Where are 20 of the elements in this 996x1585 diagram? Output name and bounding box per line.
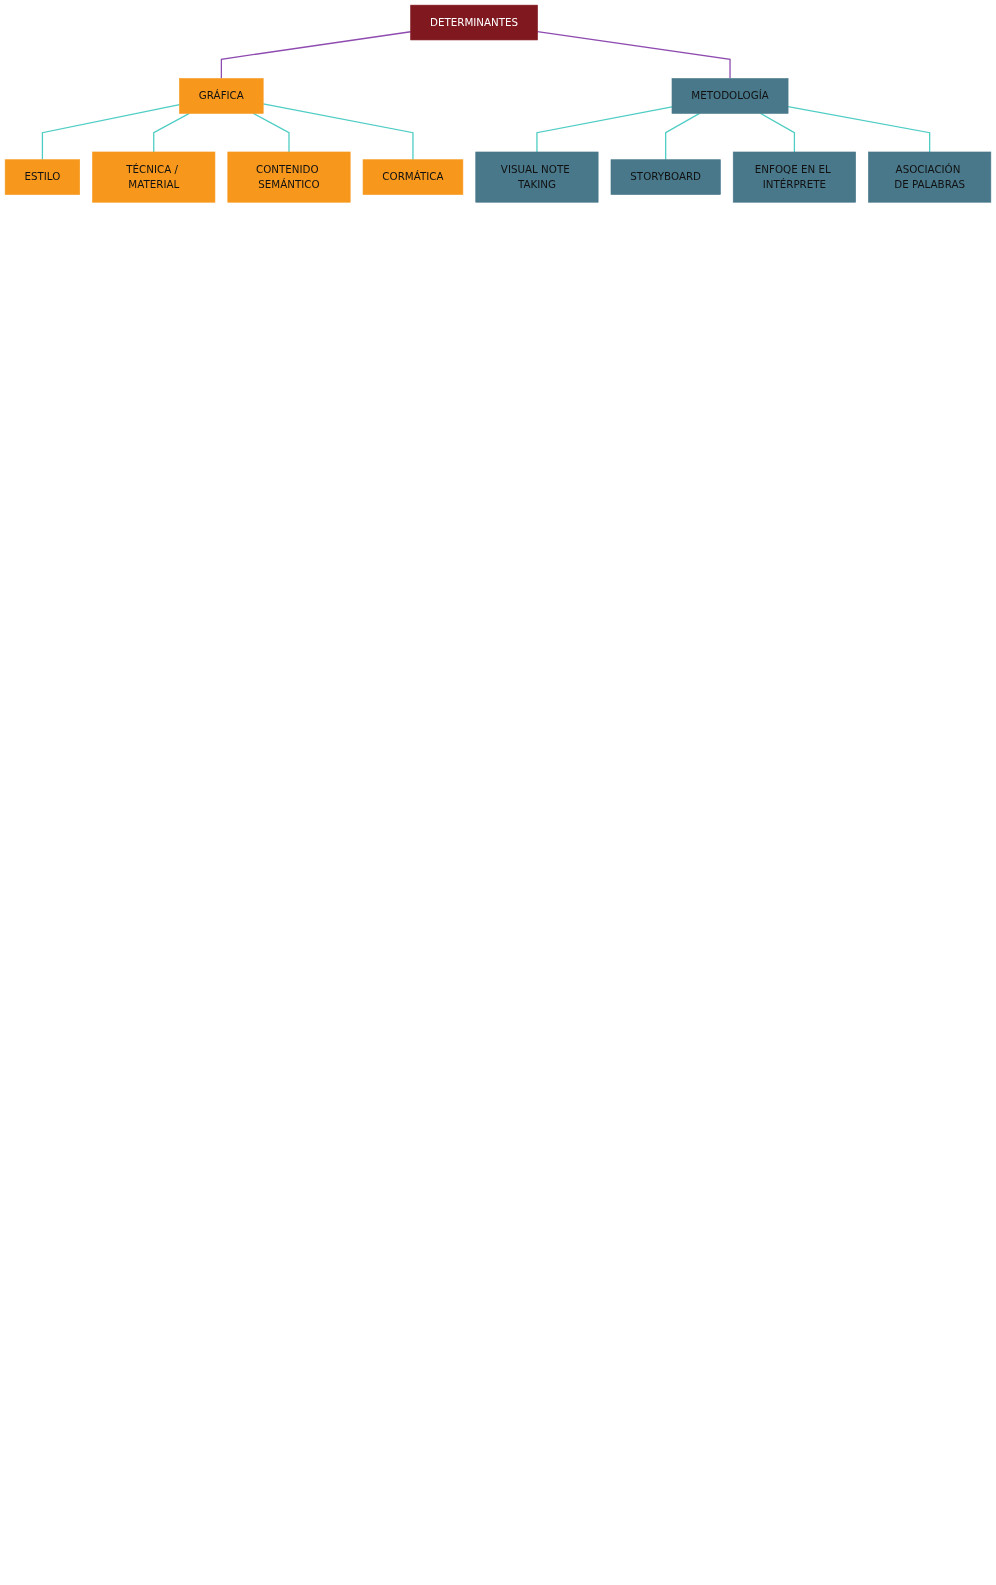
connector [262, 103, 414, 161]
node-box: TÉCNICA / MATERIAL [92, 151, 216, 203]
node-box: GRÁFICA [179, 78, 264, 114]
node-box: DETERMINANTES [410, 4, 538, 41]
node-box: STORYBOARD [610, 159, 721, 195]
connector [252, 112, 290, 153]
connector [153, 112, 190, 153]
connector [787, 106, 931, 153]
connector [759, 112, 796, 153]
connector [220, 31, 412, 80]
node-box: ESTILO [4, 159, 80, 195]
connector [536, 31, 731, 80]
connector [536, 106, 673, 153]
node-box: ENFOQE EN EL INTÉRPRETE [732, 151, 856, 203]
node-box: CONTENIDO SEMÁNTICO [227, 151, 351, 203]
node-box: METODOLOGÍA [671, 78, 789, 114]
node-box: ASOCIACIÓN DE PALABRAS [868, 151, 992, 203]
connector [41, 103, 181, 161]
node-box: CORMÁTICA [362, 159, 464, 195]
node-box: VISUAL NOTE TAKING [475, 151, 599, 203]
